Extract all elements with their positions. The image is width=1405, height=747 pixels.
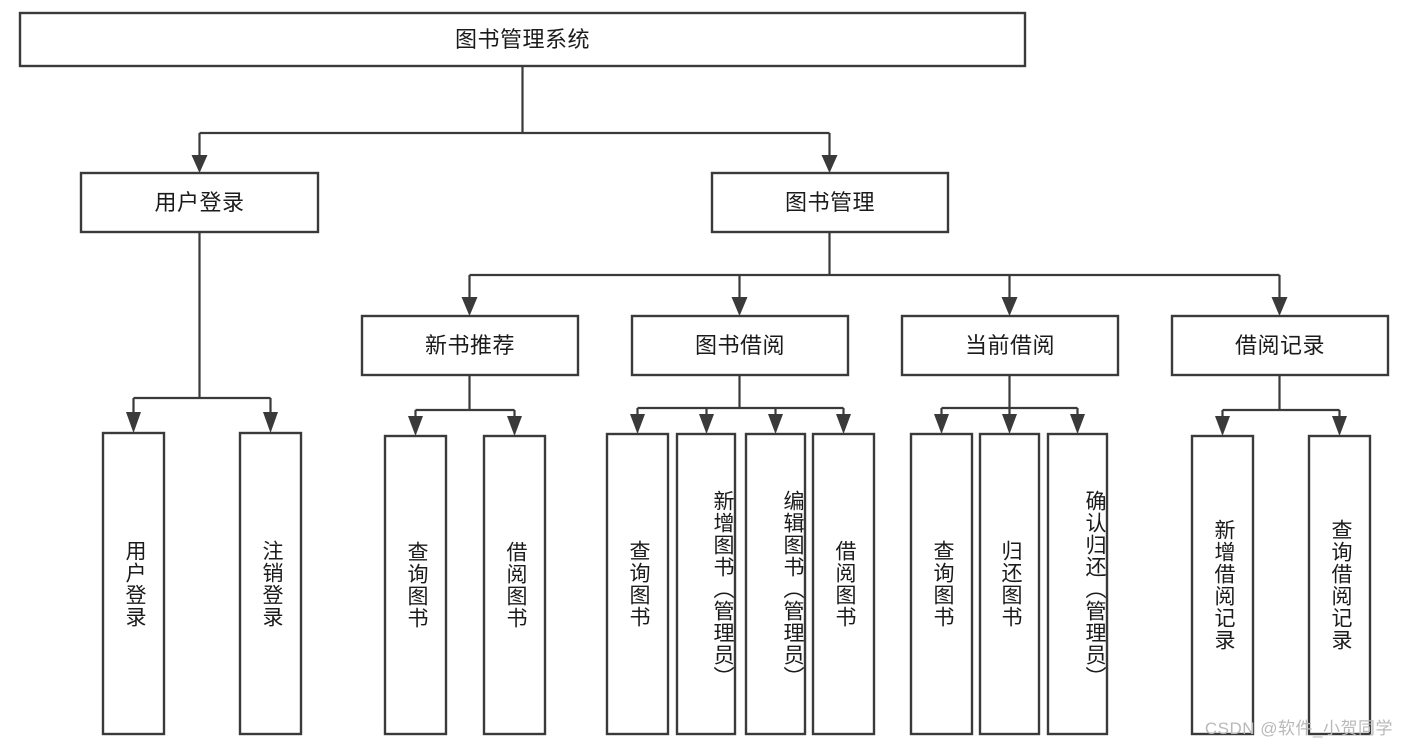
node-box-leaf-borrow-book-1[interactable]: [482, 434, 547, 736]
node-label-leaf-add-book: 新增图书（管理员）: [711, 490, 734, 688]
node-box-leaf-add-record[interactable]: [1190, 434, 1255, 736]
arrow-head-leaf-add-record: [1215, 416, 1230, 436]
node-label-leaf-user-login: 用户登录: [122, 539, 146, 628]
arrow-head-leaf-confirm-return: [1070, 414, 1085, 434]
node-label-leaf-user-logout: 注销登录: [259, 539, 283, 628]
arrow-head-leaf-edit-book: [768, 414, 783, 434]
node-box-leaf-edit-book[interactable]: [744, 432, 807, 736]
node-label-leaf-borrow-book-2: 借阅图书: [832, 540, 856, 628]
arrow-head-newbook: [461, 297, 478, 316]
node-box-leaf-user-logout[interactable]: [238, 431, 303, 736]
node-label-root: 图书管理系统: [454, 26, 590, 52]
arrow-head-leaf-query-record: [1332, 416, 1347, 436]
node-label-records: 借阅记录: [1234, 332, 1325, 358]
node-label-leaf-edit-book: 编辑图书（管理员）: [781, 490, 804, 688]
node-box-leaf-add-book[interactable]: [675, 432, 737, 736]
node-label-leaf-query-book-3: 查询图书: [930, 540, 954, 628]
node-box-borrow[interactable]: [630, 314, 850, 377]
arrow-head-leaf-user-login: [126, 412, 141, 433]
node-box-bookmgmt[interactable]: [710, 171, 950, 234]
node-label-leaf-borrow-book-1: 借阅图书: [503, 541, 527, 629]
node-label-leaf-query-record: 查询借阅记录: [1328, 519, 1352, 651]
node-label-leaf-query-book-2: 查询图书: [626, 540, 650, 628]
node-label-borrow: 图书借阅: [694, 332, 785, 358]
arrow-head-leaf-borrow-book-2: [836, 414, 851, 434]
node-box-root[interactable]: [18, 11, 1027, 68]
node-label-newbook: 新书推荐: [424, 332, 515, 358]
node-box-leaf-query-record[interactable]: [1307, 434, 1372, 736]
node-label-leaf-return-book: 归还图书: [998, 540, 1022, 628]
arrow-head-borrow: [731, 297, 748, 316]
node-box-leaf-query-book-3[interactable]: [909, 432, 974, 736]
node-box-leaf-confirm-return[interactable]: [1046, 432, 1109, 736]
arrow-head-current: [1001, 297, 1018, 316]
arrow-head-leaf-query-book-3: [934, 414, 949, 434]
node-box-leaf-query-book-1[interactable]: [383, 434, 448, 736]
node-label-current: 当前借阅: [964, 332, 1055, 358]
node-box-current[interactable]: [900, 314, 1120, 377]
arrow-head-leaf-query-book-1: [408, 416, 423, 436]
node-label-bookmgmt: 图书管理: [784, 189, 875, 215]
node-box-leaf-query-book-2[interactable]: [605, 432, 670, 736]
arrow-head-bookmgmt: [821, 155, 838, 173]
arrow-head-records: [1271, 297, 1288, 316]
node-label-leaf-query-book-1: 查询图书: [404, 541, 428, 629]
node-box-leaf-return-book[interactable]: [978, 432, 1041, 736]
arrow-head-leaf-add-book: [699, 414, 714, 434]
arrow-head-leaf-return-book: [1002, 414, 1017, 434]
arrow-head-leaf-user-logout: [263, 412, 278, 433]
node-label-leaf-confirm-return: 确认归还（管理员）: [1083, 490, 1106, 688]
arrow-head-login: [191, 155, 208, 173]
arrow-head-leaf-query-book-2: [630, 414, 645, 434]
node-box-newbook[interactable]: [360, 314, 580, 377]
node-label-login: 用户登录: [154, 189, 245, 215]
node-box-leaf-borrow-book-2[interactable]: [811, 432, 876, 736]
node-box-login[interactable]: [79, 171, 320, 234]
node-box-leaf-user-login[interactable]: [101, 431, 166, 736]
node-label-leaf-add-record: 新增借阅记录: [1211, 519, 1235, 651]
arrow-head-leaf-borrow-book-1: [507, 416, 522, 436]
